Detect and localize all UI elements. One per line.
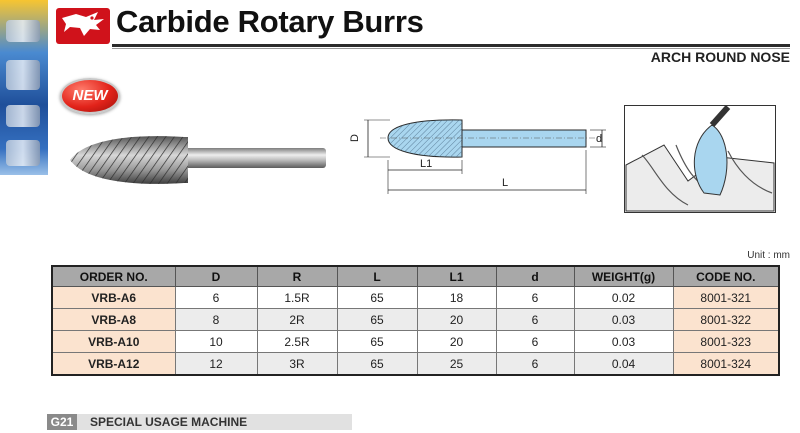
shank-d-cell: 6	[495, 352, 575, 376]
table-row: VRB-A8 8 2R 65 20 6 0.03 8001-322	[51, 308, 780, 331]
shank-shape	[178, 148, 326, 168]
weight-cell: 0.03	[573, 330, 674, 353]
weight-cell: 0.02	[573, 286, 674, 309]
label-D: D	[350, 134, 361, 142]
code-no-cell: 8001-323	[672, 330, 780, 353]
header-weight: WEIGHT(g)	[573, 265, 674, 287]
header-shank-d: d	[495, 265, 575, 287]
r-cell: 1.5R	[256, 286, 338, 309]
burr-flutes	[70, 136, 188, 184]
weight-cell: 0.04	[573, 352, 674, 376]
l1-cell: 20	[416, 308, 497, 331]
product-photo	[70, 136, 326, 184]
d-cell: 12	[174, 352, 258, 376]
r-cell: 2.5R	[256, 330, 338, 353]
r-cell: 3R	[256, 352, 338, 376]
table-row: VRB-A12 12 3R 65 25 6 0.04 8001-324	[51, 352, 780, 376]
shank-d-cell: 6	[495, 330, 575, 353]
title-divider	[112, 44, 790, 47]
label-L: L	[502, 177, 508, 189]
l-cell: 65	[336, 330, 418, 353]
table-row: VRB-A10 10 2.5R 65 20 6 0.03 8001-323	[51, 330, 780, 353]
table-row: VRB-A6 6 1.5R 65 18 6 0.02 8001-321	[51, 286, 780, 309]
footer-bar	[47, 414, 352, 430]
unit-note: Unit : mm	[747, 250, 790, 261]
shank-d-cell: 6	[495, 308, 575, 331]
d-cell: 6	[174, 286, 258, 309]
header-l1: L1	[416, 265, 497, 287]
code-no-cell: 8001-322	[672, 308, 780, 331]
section-name: SPECIAL USAGE MACHINE	[90, 415, 248, 429]
page-title: Carbide Rotary Burrs	[116, 4, 424, 39]
header-d-diameter: D	[174, 265, 258, 287]
code-no-cell: 8001-324	[672, 352, 780, 376]
l1-cell: 20	[416, 330, 497, 353]
tool-thumbnail	[6, 20, 40, 42]
d-cell: 8	[174, 308, 258, 331]
l-cell: 65	[336, 308, 418, 331]
side-tool-strip	[0, 0, 48, 175]
d-cell: 10	[174, 330, 258, 353]
brand-logo-icon	[56, 8, 110, 44]
l-cell: 65	[336, 352, 418, 376]
dimension-drawing: D d L1 L	[350, 119, 606, 194]
product-shape-subtitle: ARCH ROUND NOSE	[650, 49, 790, 65]
table-header-row: ORDER NO. D R L L1 d WEIGHT(g) CODE NO.	[51, 265, 780, 287]
tool-thumbnail	[6, 105, 40, 127]
weight-cell: 0.03	[573, 308, 674, 331]
drawing-shank	[459, 129, 587, 148]
tool-thumbnail	[6, 140, 40, 166]
order-no-cell: VRB-A10	[51, 330, 176, 353]
page-number: G21	[47, 414, 77, 430]
label-d: d	[596, 133, 602, 145]
specification-table: ORDER NO. D R L L1 d WEIGHT(g) CODE NO. …	[51, 265, 780, 376]
usage-illustration	[624, 105, 776, 213]
title-divider	[112, 48, 790, 49]
l1-cell: 18	[416, 286, 497, 309]
l1-cell: 25	[416, 352, 497, 376]
shank-d-cell: 6	[495, 286, 575, 309]
burr-shank-in-use	[709, 105, 731, 127]
code-no-cell: 8001-321	[672, 286, 780, 309]
tool-thumbnail	[6, 60, 40, 90]
header-r: R	[256, 265, 338, 287]
order-no-cell: VRB-A8	[51, 308, 176, 331]
drawing-head-hatch	[388, 119, 462, 158]
header-l: L	[336, 265, 418, 287]
header-order-no: ORDER NO.	[51, 265, 176, 287]
r-cell: 2R	[256, 308, 338, 331]
header-code-no: CODE NO.	[672, 265, 780, 287]
new-badge: NEW	[60, 78, 120, 114]
label-L1: L1	[420, 158, 432, 170]
l-cell: 65	[336, 286, 418, 309]
order-no-cell: VRB-A12	[51, 352, 176, 376]
order-no-cell: VRB-A6	[51, 286, 176, 309]
